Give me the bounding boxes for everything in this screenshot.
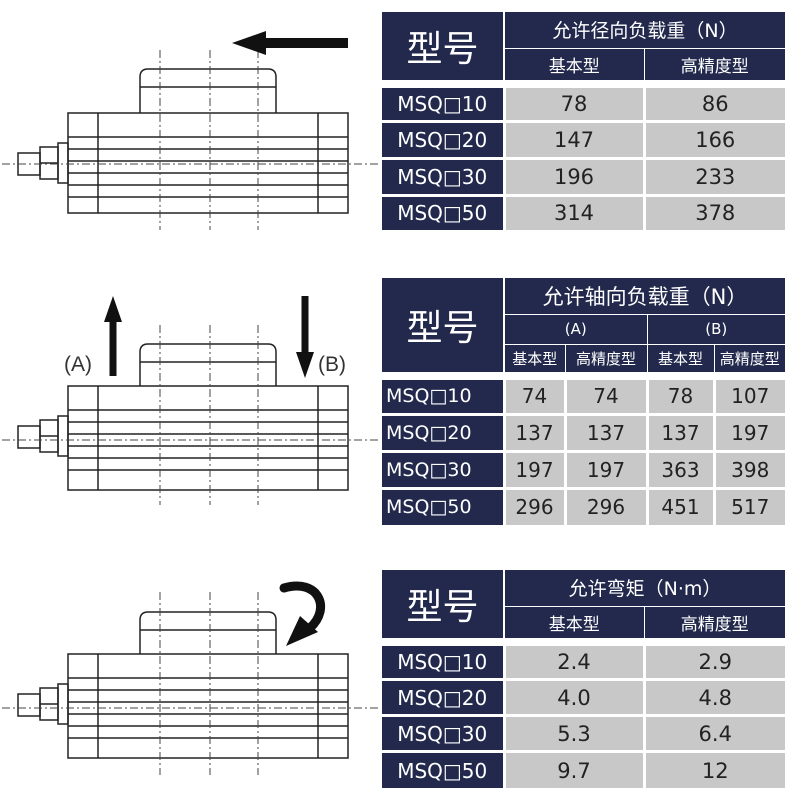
value-cell: 12 [642,750,786,788]
model-cell: MSQ□10 [382,372,506,414]
model-cell: MSQ□30 [382,156,506,195]
group-a: (A) [504,314,647,345]
moment-title: 允许弯矩（N·m） [504,570,786,607]
model-header: 型号 [382,570,505,643]
label-b: (B) [318,353,346,376]
value-cell: 5.3 [504,714,644,752]
radial-load-diagram [0,25,380,235]
value-cell: 378 [642,193,785,230]
value-cell: 2.9 [642,638,786,680]
column-high-precision: 高精度型 [643,606,786,643]
arrow-up-icon [104,296,122,376]
radial-load-title: 允许径向负载重（N） [504,12,785,49]
group-b: (B) [646,314,786,345]
model-cell: MSQ□20 [382,677,506,716]
model-cell: MSQ□20 [382,119,506,158]
value-cell: 166 [642,119,785,158]
value-cell: 9.7 [504,750,644,788]
value-cell: 517 [712,486,786,525]
axial-load-title: 允许轴向负载重（N） [504,278,786,315]
model-cell: MSQ□20 [382,412,506,451]
table-row: MSQ□10 74 74 78 107 [382,372,786,414]
radial-load-table: 型号 允许径向负载重（N） 基本型 高精度型 MSQ□10 78 86 MSQ□… [382,12,785,230]
value-cell: 78 [504,80,644,121]
value-cell: 197 [712,412,786,451]
value-cell: 2.4 [504,638,644,680]
moment-rotation-arrow-icon [279,581,326,646]
axial-load-table: 型号 允许轴向负载重（N） (A) (B) 基本型 高精度型 基本型 高精度型 … [382,278,786,525]
table-row: MSQ□50 314 378 [382,193,785,230]
moment-diagram [0,570,380,785]
table-row: MSQ□30 5.3 6.4 [382,714,786,752]
model-header: 型号 [382,12,505,84]
axial-load-diagram: (A) (B) [0,280,380,510]
model-cell: MSQ□30 [382,449,506,488]
value-cell: 74 [563,372,647,414]
table-row: MSQ□30 196 233 [382,156,785,195]
value-cell: 4.8 [642,677,786,716]
table-row: MSQ□10 78 86 [382,80,785,121]
value-cell: 197 [563,449,647,488]
moment-table: 型号 允许弯矩（N·m） 基本型 高精度型 MSQ□10 2.4 2.9 MSQ… [382,570,786,788]
table-row: MSQ□20 147 166 [382,119,785,158]
column-basic-a: 基本型 [504,344,565,376]
column-basic: 基本型 [504,48,644,84]
value-cell: 363 [645,449,714,488]
value-cell: 4.0 [504,677,644,716]
value-cell: 296 [504,486,565,525]
column-high-precision-a: 高精度型 [564,344,647,376]
value-cell: 296 [563,486,647,525]
value-cell: 137 [504,412,565,451]
model-header: 型号 [382,278,505,376]
model-cell: MSQ□50 [382,486,506,525]
value-cell: 451 [645,486,714,525]
value-cell: 196 [504,156,644,195]
table-row: MSQ□10 2.4 2.9 [382,638,786,680]
table-row: MSQ□30 197 197 363 398 [382,449,786,488]
value-cell: 233 [642,156,785,195]
value-cell: 137 [645,412,714,451]
value-cell: 6.4 [642,714,786,752]
table-row: MSQ□50 296 296 451 517 [382,486,786,525]
table-row: MSQ□50 9.7 12 [382,750,786,788]
value-cell: 197 [504,449,565,488]
column-basic-b: 基本型 [646,344,714,376]
column-high-precision-b: 高精度型 [713,344,786,376]
column-basic: 基本型 [504,606,644,643]
value-cell: 314 [504,193,644,230]
model-cell: MSQ□50 [382,193,506,230]
value-cell: 107 [712,372,786,414]
model-cell: MSQ□50 [382,750,506,788]
column-high-precision: 高精度型 [643,48,785,84]
value-cell: 86 [642,80,785,121]
value-cell: 74 [504,372,565,414]
table-row: MSQ□20 137 137 137 197 [382,412,786,451]
model-cell: MSQ□10 [382,80,506,121]
value-cell: 398 [712,449,786,488]
table-row: MSQ□20 4.0 4.8 [382,677,786,716]
value-cell: 137 [563,412,647,451]
label-a: (A) [64,353,92,376]
model-cell: MSQ□10 [382,638,506,680]
arrow-down-icon [296,296,314,378]
value-cell: 78 [645,372,714,414]
model-cell: MSQ□30 [382,714,506,752]
value-cell: 147 [504,119,644,158]
